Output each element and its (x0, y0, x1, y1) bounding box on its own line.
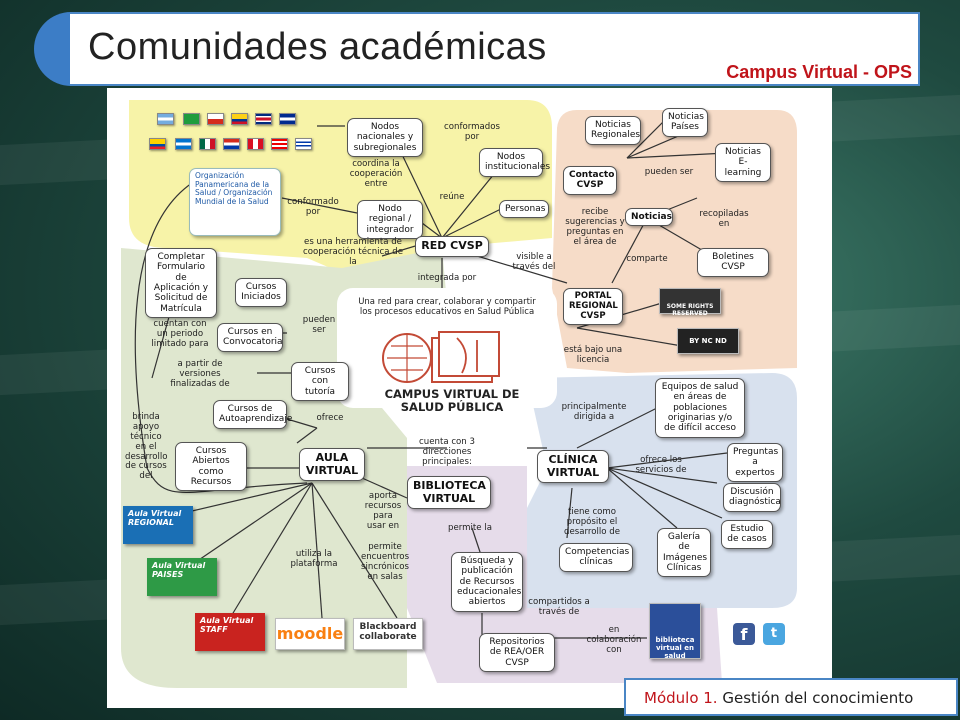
flag-ecuador-icon (149, 138, 166, 150)
center-statement: Una red para crear, colaborar y comparti… (358, 297, 536, 317)
link-cuentan: cuentan con un periodo limitado para (151, 319, 209, 349)
twitter-icon[interactable]: t (763, 623, 785, 645)
link-conformado: conformado por (287, 197, 339, 217)
link-a-partir: a partir de versiones finalizadas de (170, 359, 230, 389)
link-cuenta-con: cuenta con 3 direcciones principales: (419, 437, 475, 467)
node-clinica-virtual[interactable]: CLÍNICA VIRTUAL (537, 450, 609, 484)
node-cursos-abiertos[interactable]: Cursos Abiertos como Recursos (175, 442, 247, 492)
link-ofrece: ofrece (316, 413, 344, 423)
node-personas[interactable]: Personas (499, 200, 549, 219)
flag-mexico-icon (199, 138, 216, 150)
link-recibe: recibe sugerencias y preguntas en el áre… (565, 207, 625, 247)
link-pueden-ser: pueden ser (644, 167, 694, 177)
footer-topic: Gestión del conocimiento (717, 689, 914, 707)
center-title: CAMPUS VIRTUAL DE SALUD PÚBLICA (384, 387, 520, 415)
flag-puerto-rico-icon (271, 138, 288, 150)
link-utiliza: utiliza la plataforma (290, 549, 338, 569)
node-cursos-convocatoria[interactable]: Cursos en Convocatoria (217, 323, 283, 352)
node-completar-formulario[interactable]: Completar Formulario de Aplicación y Sol… (145, 248, 217, 319)
aula-virtual-paises-badge[interactable]: Aula Virtual PAISES (147, 558, 217, 596)
link-compartidos: compartidos a través de (528, 597, 590, 617)
node-cursos-autoaprendizaje[interactable]: Cursos de Autoaprendizaje (213, 400, 292, 429)
flag-peru-icon (247, 138, 264, 150)
link-visible: visible a través del (512, 252, 556, 272)
node-estudio-casos[interactable]: Estudio de casos (721, 520, 773, 549)
node-galeria-imagenes[interactable]: Galería de Imágenes Clínicas (657, 528, 711, 578)
concept-map: Organización Panamericana de la Salud / … (107, 88, 832, 708)
link-ofrece-servicios: ofrece los servicios de (635, 455, 687, 475)
node-noticias-regionales[interactable]: Noticias Regionales (585, 116, 641, 145)
node-biblioteca-virtual[interactable]: BIBLIOTECA VIRTUAL (407, 476, 491, 510)
link-colaboracion: en colaboración con (586, 625, 642, 655)
node-noticias-elearning[interactable]: Noticias E-learning (715, 143, 771, 183)
link-permite-la: permite la (448, 523, 492, 533)
link-reune: reúne (439, 192, 465, 202)
link-principalmente: principalmente dirigida a (561, 402, 627, 422)
blackboard-collaborate-logo[interactable]: Blackboard collaborate (353, 618, 423, 650)
flag-uruguay-icon (295, 138, 312, 150)
node-nodos-institucionales[interactable]: Nodos institucionales (479, 148, 550, 177)
node-ops-oms: Organización Panamericana de la Salud / … (189, 168, 281, 236)
link-aporta: aporta recursos para usar en (364, 491, 402, 531)
link-coordina: coordina la cooperación entre (349, 159, 403, 189)
moodle-logo[interactable]: moodle (275, 618, 345, 650)
flag-cuba-icon (279, 113, 296, 125)
flag-brazil-icon (183, 113, 200, 125)
node-cursos-iniciados[interactable]: Cursos Iniciados (235, 278, 287, 307)
node-nodos-nacionales[interactable]: Nodos nacionales y subregionales (347, 118, 423, 158)
link-pueden-ser-2: pueden ser (302, 315, 336, 335)
link-licencia: está bajo una licencia (563, 345, 623, 365)
flag-costa-rica-icon (255, 113, 272, 125)
node-competencias-clinicas[interactable]: Competencias clínicas (559, 543, 633, 572)
node-noticias[interactable]: Noticias (625, 208, 673, 227)
flag-honduras-icon (175, 138, 192, 150)
flag-chile-icon (207, 113, 224, 125)
cc-by-nc-nd-badge: BY NC ND (677, 328, 739, 354)
title-bar (70, 12, 920, 86)
bvs-logo[interactable]: biblioteca virtual en salud (649, 603, 701, 660)
module-footer: Módulo 1. Gestión del conocimiento (624, 678, 958, 716)
link-proposito: tiene como propósito el desarrollo de (564, 507, 620, 537)
node-repositorios[interactable]: Repositorios de REA/OER CVSP (479, 633, 555, 673)
link-recopiladas: recopiladas en (699, 209, 749, 229)
node-equipos-salud[interactable]: Equipos de salud en áreas de poblaciones… (655, 378, 745, 438)
link-permite-encuentros: permite encuentros sincrónicos en salas (360, 542, 410, 582)
node-discusion-diagnostica[interactable]: Discusión diagnóstica (723, 483, 781, 512)
node-red-cvsp[interactable]: RED CVSP (415, 236, 489, 257)
node-preguntas-expertos[interactable]: Preguntas a expertos (727, 443, 783, 483)
node-cursos-tutoria[interactable]: Cursos con tutoría (291, 362, 349, 402)
slide-subtitle: Campus Virtual - OPS (726, 62, 912, 82)
link-brinda: brinda apoyo técnico en el desarrollo de… (125, 412, 168, 482)
link-comparte: comparte (626, 254, 668, 264)
link-conformados: conformados por (444, 122, 500, 142)
cvsp-logo-icon (382, 331, 500, 383)
cc-some-rights-badge: SOME RIGHTS RESERVED (659, 288, 721, 317)
slide-title: Comunidades académicas (88, 26, 547, 68)
node-boletines[interactable]: Boletines CVSP (697, 248, 769, 277)
flag-paraguay-icon (223, 138, 240, 150)
flag-colombia-icon (231, 113, 248, 125)
aula-virtual-regional-badge[interactable]: Aula Virtual REGIONAL (123, 506, 193, 544)
flag-argentina-icon (157, 113, 174, 125)
aula-virtual-staff-badge[interactable]: Aula Virtual STAFF (195, 613, 265, 651)
node-aula-virtual[interactable]: AULA VIRTUAL (299, 448, 365, 482)
node-portal[interactable]: PORTAL REGIONAL CVSP (563, 288, 623, 326)
node-contacto-cvsp[interactable]: Contacto CVSP (563, 166, 617, 195)
node-noticias-paises[interactable]: Noticias Países (662, 108, 708, 137)
link-herramienta: es una herramienta de cooperación técnic… (303, 237, 404, 267)
node-busqueda-recursos[interactable]: Búsqueda y publicación de Recursos educa… (451, 552, 523, 612)
facebook-icon[interactable]: f (733, 623, 755, 645)
footer-module: Módulo 1. (644, 689, 718, 707)
node-nodo-regional[interactable]: Nodo regional / integrador (357, 200, 423, 240)
link-integrada: integrada por (417, 273, 477, 283)
